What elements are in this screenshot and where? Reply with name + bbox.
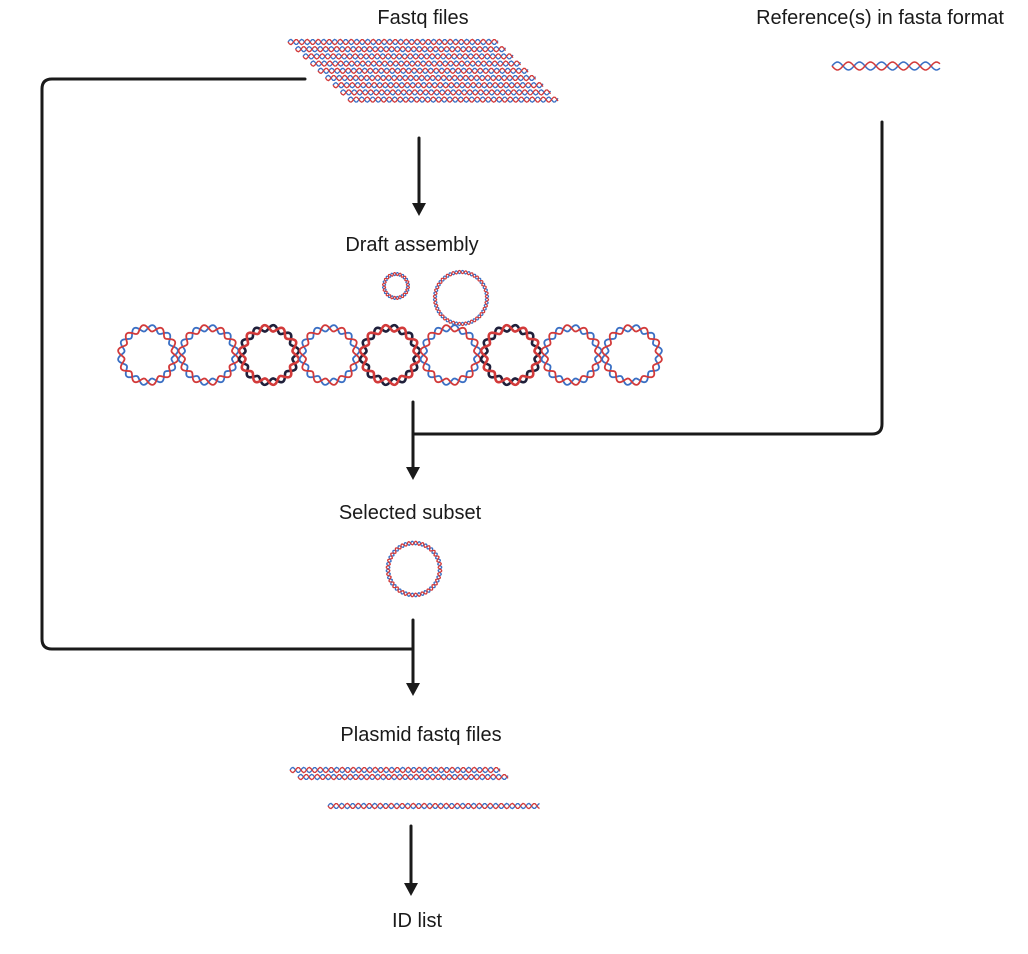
arrow-down-icon <box>406 400 420 480</box>
fastq-reads-icon <box>287 38 559 103</box>
reference-strand-icon <box>831 61 941 71</box>
label-reference: Reference(s) in fasta format <box>756 7 1004 29</box>
label-plasmid-fastq-files: Plasmid fastq files <box>340 724 501 746</box>
label-fastq-files: Fastq files <box>377 7 468 29</box>
label-draft-assembly: Draft assembly <box>345 234 478 256</box>
plasmid-reads-icon <box>289 766 540 810</box>
small-plasmid-icon <box>381 269 490 327</box>
label-selected-subset: Selected subset <box>339 502 482 524</box>
circular-dna-icon <box>117 323 663 387</box>
selected-plasmid-icon <box>385 540 443 598</box>
arrow-down-icon <box>406 618 420 696</box>
arrow-down-icon <box>404 824 418 896</box>
label-id-list: ID list <box>392 910 442 932</box>
connector-fastq-to-plasmid <box>40 77 415 651</box>
arrow-down-icon <box>412 136 426 216</box>
connector-reference-to-selection <box>411 120 884 436</box>
